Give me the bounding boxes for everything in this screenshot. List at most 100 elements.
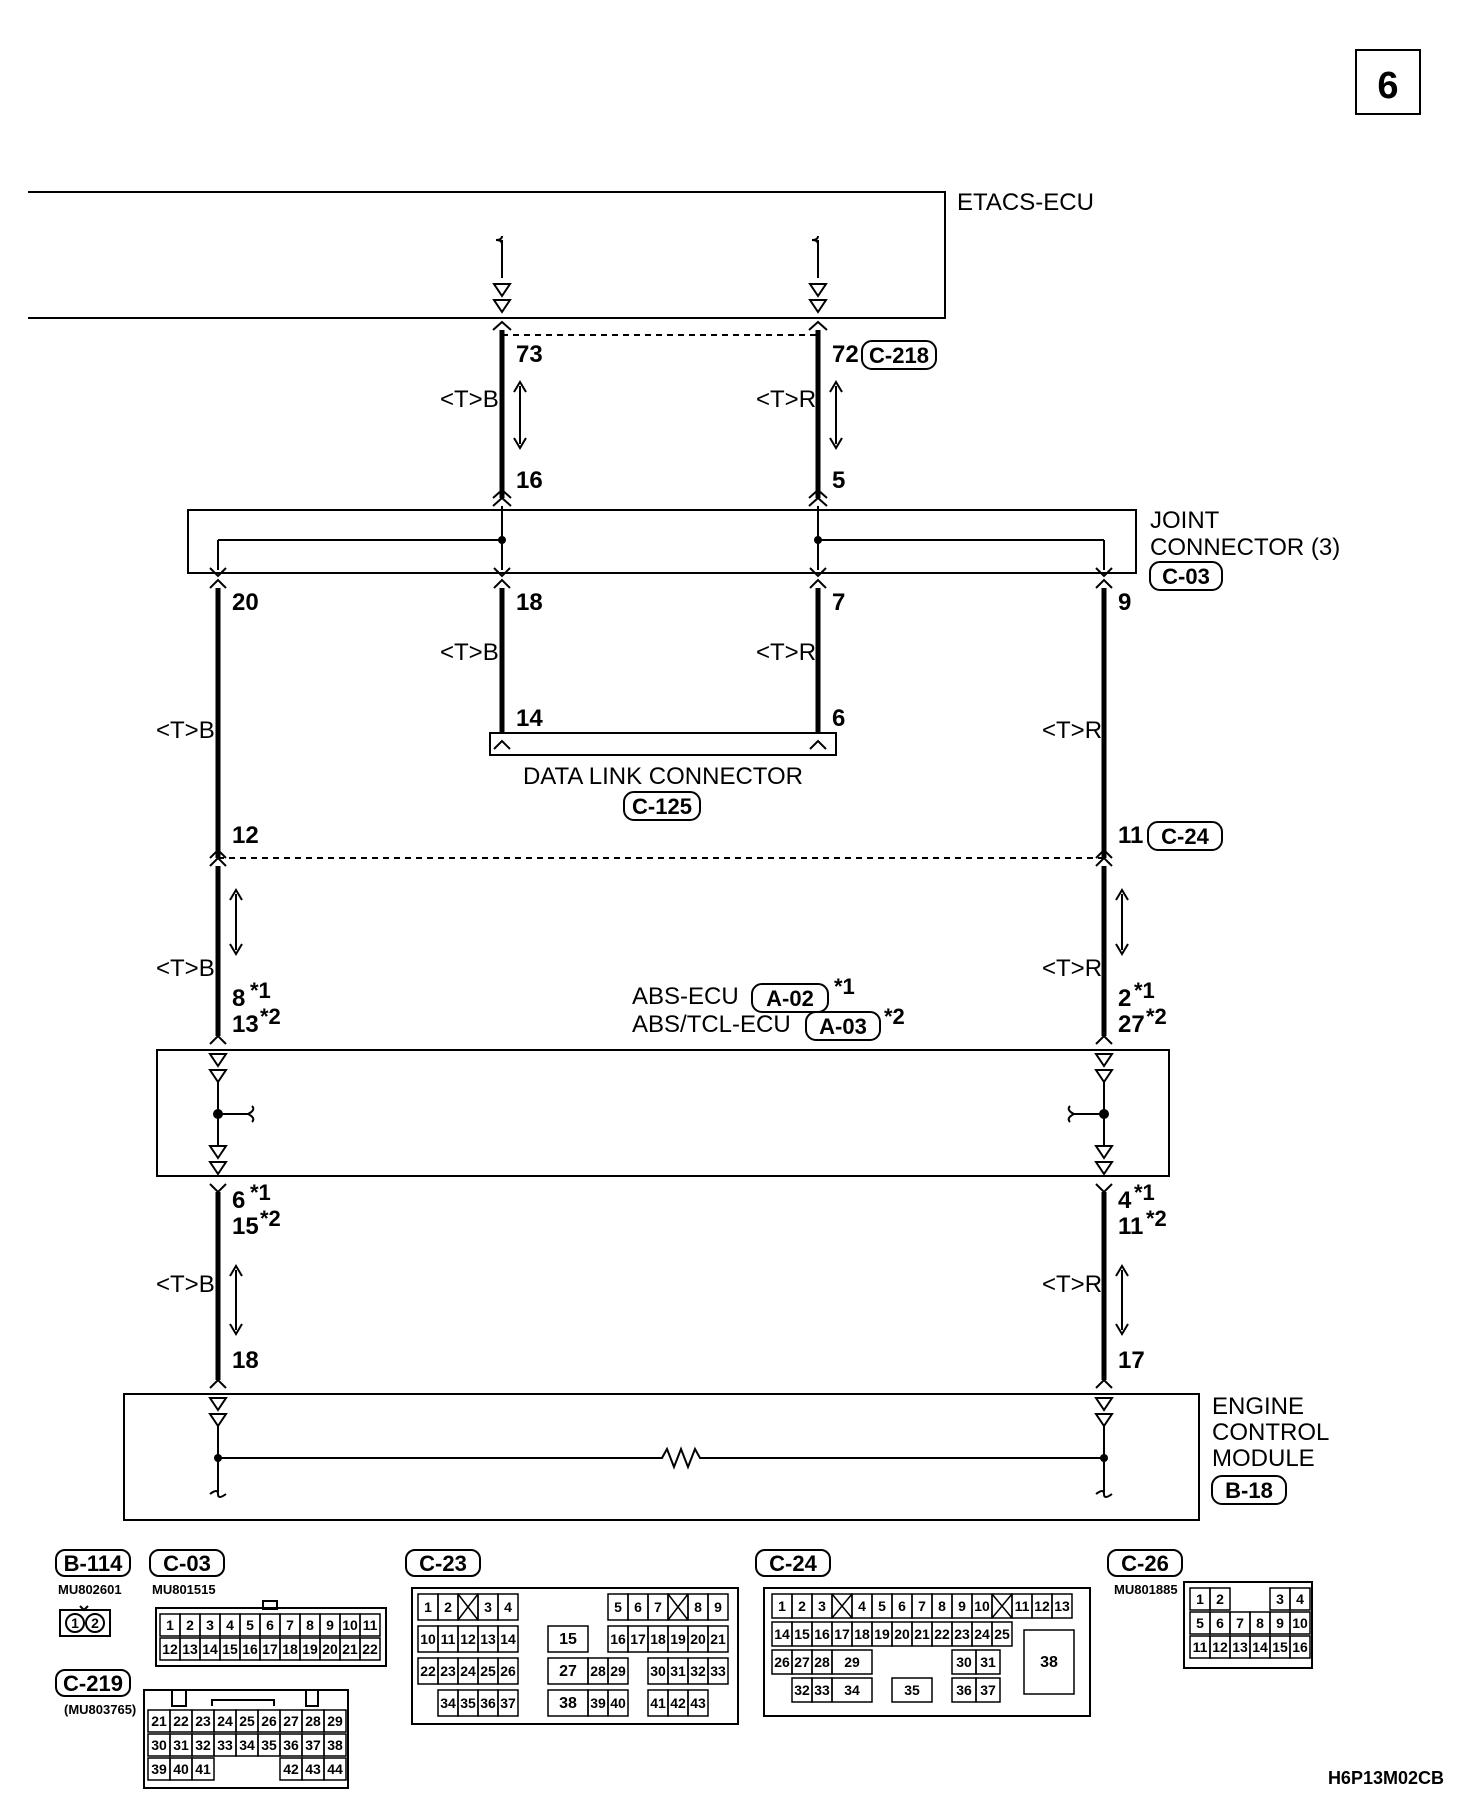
connector-pin-number: 9	[1276, 1615, 1284, 1631]
connector-pin-number: 13	[1232, 1639, 1248, 1655]
connector-cell	[323, 1709, 347, 1733]
connector-pin-number: 12	[1212, 1639, 1228, 1655]
connector-pin-number: 37	[980, 1682, 996, 1698]
connector-pin-number: 36	[283, 1737, 299, 1753]
connector-pin-number: 9	[326, 1617, 334, 1633]
connector-pin-number: 10	[974, 1598, 990, 1614]
connector-pin-number: 16	[1292, 1639, 1308, 1655]
pin-7: 7	[832, 589, 845, 616]
abs-internal	[208, 1053, 1114, 1176]
c219-code: C-219	[63, 1671, 123, 1696]
b114-code-box	[55, 1549, 131, 1577]
connector-cell	[497, 1689, 519, 1717]
ecm-label-3: MODULE	[1212, 1445, 1315, 1472]
connector-pin-number: 2	[186, 1617, 194, 1633]
connector-pin-number: 10	[420, 1631, 436, 1647]
connector-cell	[975, 1677, 1001, 1703]
c219-keys	[171, 1690, 319, 1707]
connector-pin-number: 22	[173, 1713, 189, 1729]
connector-pin-number: 34	[844, 1682, 860, 1698]
abs-note-left-b: *2	[260, 1004, 281, 1029]
connector-cell	[1289, 1635, 1311, 1659]
pin-12: 12	[232, 822, 259, 849]
connector-pin-number: 3	[818, 1598, 826, 1614]
pin-5: 5	[832, 467, 845, 494]
connector-cell	[891, 1677, 933, 1703]
abstcl-code-box	[805, 1011, 881, 1041]
connector-pin-number: 1	[424, 1599, 432, 1615]
b114-part: MU802601	[58, 1582, 122, 1597]
connector-empty-cell	[667, 1593, 689, 1621]
connector-pin-number: 17	[834, 1626, 850, 1642]
connector-pin-number: 21	[342, 1641, 358, 1657]
pin-72: 72	[832, 341, 859, 368]
connector-pin-number: 22	[934, 1626, 950, 1642]
abs-bottom-pin-right-b: 11	[1118, 1213, 1143, 1240]
connector-pin-number: 20	[894, 1626, 910, 1642]
connector-pin-number: 25	[994, 1626, 1010, 1642]
ecm-code: B-18	[1225, 1478, 1273, 1503]
etacs-terminal-right	[808, 235, 828, 314]
connector-pin-number: 15	[1272, 1639, 1288, 1655]
connector-cell	[707, 1593, 729, 1621]
connector-cell	[1209, 1587, 1231, 1611]
connector-mark-16-5	[492, 488, 828, 507]
ecm-label-1: ENGINE	[1212, 1393, 1304, 1420]
connector-pin-number: 31	[173, 1737, 189, 1753]
connector-pin-number: 23	[195, 1713, 211, 1729]
connector-pin-number: 36	[956, 1682, 972, 1698]
twist-arrow-mid-right	[1115, 888, 1129, 956]
wire-color-tb-ecm: <T>B	[156, 1271, 215, 1298]
abstcl-note: *2	[884, 1004, 905, 1029]
wire-color-tb-left: <T>B	[156, 717, 215, 744]
connector-pin-number: 26	[774, 1654, 790, 1670]
engine-control-module-box	[123, 1393, 1200, 1521]
connector-pin-number: 22	[362, 1641, 378, 1657]
c23-face	[411, 1587, 739, 1725]
c24-face	[763, 1587, 1091, 1717]
connector-cell	[831, 1649, 873, 1675]
connector-pin-number: 29	[610, 1663, 626, 1679]
b114-code: B-114	[64, 1551, 123, 1576]
pin-16: 16	[516, 467, 543, 494]
connector-pin-number: 29	[844, 1654, 860, 1670]
connector-pin-number: 42	[670, 1695, 686, 1711]
abs-pin-right-b: 27	[1118, 1011, 1145, 1038]
connector-cell	[323, 1733, 347, 1757]
connector-pin-number: 7	[654, 1599, 662, 1615]
c23-code-box	[405, 1549, 481, 1577]
connector-pin-number: 29	[327, 1713, 343, 1729]
abs-bottom-marks	[209, 1183, 1113, 1194]
connector-pin-number: 26	[261, 1713, 277, 1729]
connector-pin-number: 17	[262, 1641, 278, 1657]
c03-code-box	[149, 1549, 225, 1577]
wire-color-tb-abs: <T>B	[156, 955, 215, 982]
etacs-terminal-left	[492, 235, 512, 314]
b114-key	[79, 1605, 89, 1612]
abs-note-left-a: *1	[250, 978, 271, 1003]
connector-pin-number: 18	[854, 1626, 870, 1642]
connector-cell	[975, 1649, 1001, 1675]
connector-pin-number: 7	[286, 1617, 294, 1633]
abstcl-ecu-label: ABS/TCL-ECU	[632, 1011, 791, 1038]
joint-code-box	[1149, 561, 1223, 591]
c218-code: C-218	[869, 343, 929, 368]
abs-note-right-b: *2	[1146, 1004, 1167, 1029]
connector-pin-number: 20	[322, 1641, 338, 1657]
connector-pin-number: 5	[1196, 1615, 1204, 1631]
abs-ecu-box	[156, 1049, 1170, 1177]
connector-pin-number: 33	[814, 1682, 830, 1698]
connector-pin-number: 8	[306, 1617, 314, 1633]
connector-pin-number: 11	[1015, 1598, 1030, 1614]
connector-pin-number: 27	[283, 1713, 299, 1729]
splice-right	[814, 536, 822, 544]
c24-code: C-24	[1161, 824, 1209, 849]
connector-pin-number: 2	[798, 1598, 806, 1614]
connector-pin-number: 40	[610, 1695, 626, 1711]
connector-empty-cell	[457, 1593, 479, 1621]
abs-note: *1	[834, 974, 855, 999]
connector-pin-number: 2	[1216, 1591, 1224, 1607]
ecm-internal	[208, 1397, 1114, 1498]
